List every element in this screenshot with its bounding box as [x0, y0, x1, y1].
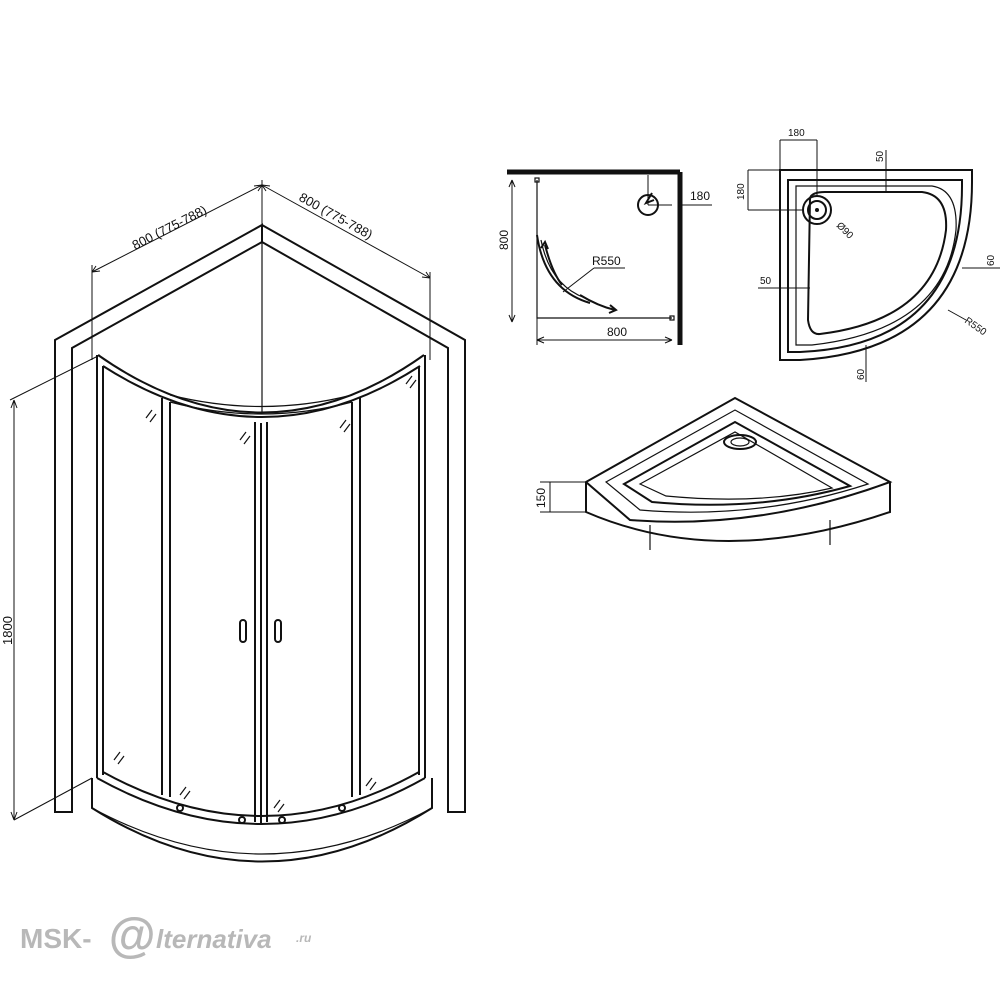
depth-dimension-label: 800 (775-788) [297, 190, 376, 243]
right-wall [261, 224, 466, 813]
tray-iso-drain [723, 434, 757, 450]
shower-tray [91, 778, 433, 863]
tray-iso-height-label: 150 [534, 488, 548, 508]
svg-text:@: @ [108, 910, 155, 963]
tray-iso-view: 150 [534, 396, 893, 550]
tray-basin [806, 191, 948, 336]
tray-rim-top-label: 50 [875, 150, 886, 162]
plan-side-label: 800 [497, 230, 511, 250]
shower-perspective-view: 800 (775-788) 800 (775-788) 1800 [0, 180, 466, 863]
tray-inner-rim [787, 179, 963, 353]
tray-iso-top-rim [584, 396, 893, 523]
tray-rim-left-label: 50 [760, 276, 772, 287]
tray-iso-front-skirt [585, 482, 891, 542]
tray-rim-right-label: 60 [986, 254, 997, 266]
svg-text:MSK-: MSK- [20, 923, 92, 954]
tray-radius-label: R550 [962, 315, 988, 338]
glass-reflection-marks [113, 375, 417, 813]
perspective-dimension-lines [9, 180, 431, 821]
svg-text:lternativa: lternativa [156, 924, 272, 954]
left-profile [96, 355, 104, 778]
tray-drain-label: Ø90 [834, 220, 855, 241]
top-frame [97, 354, 425, 418]
tray-rim-bottom-label: 60 [856, 368, 867, 380]
plan-drain-offset-label: 180 [690, 189, 710, 203]
bottom-frame [96, 771, 426, 825]
svg-text:.ru: .ru [296, 931, 312, 945]
width-dimension-label: 800 (775-788) [130, 202, 210, 252]
fixed-panel-right [351, 398, 361, 797]
left-wall [54, 223, 263, 813]
tray-outer-outline [779, 169, 973, 361]
plan-radius-label: R550 [592, 254, 621, 268]
plan-width-label: 800 [607, 325, 627, 339]
door-handle-right [274, 619, 282, 643]
tray-offset-left-label: 180 [736, 183, 747, 200]
height-dimension-label: 1800 [0, 616, 15, 645]
tray-offset-top-label: 180 [788, 128, 805, 139]
fixed-panel-left [161, 398, 171, 797]
right-profile [418, 355, 426, 778]
plan-door-arc [536, 234, 591, 304]
tray-iso-basin [622, 420, 853, 506]
door-handle-left [239, 619, 247, 643]
door-meeting-stiles [254, 422, 268, 823]
watermark-logo: MSK- @ lternativa .ru [20, 910, 312, 963]
tray-top-view: 180 180 50 50 60 60 Ø90 R550 [736, 128, 1000, 382]
plan-view: R550 180 800 800 [497, 169, 712, 345]
